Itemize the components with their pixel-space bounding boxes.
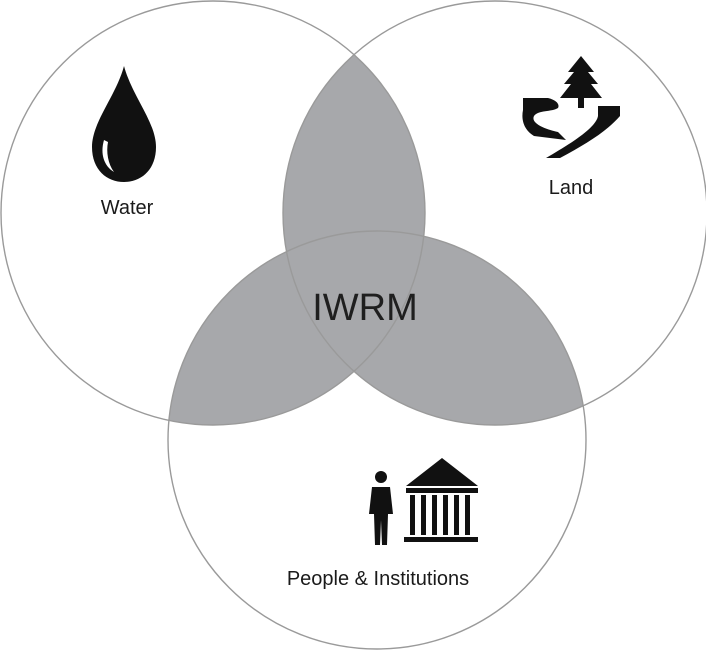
people-institutions-circle bbox=[167, 230, 587, 650]
river-tree-icon bbox=[522, 56, 620, 158]
iwrm-center-label: IWRM bbox=[312, 287, 418, 329]
person-building-icon bbox=[369, 458, 478, 545]
overlap-land-people bbox=[283, 231, 586, 425]
water-drop-icon bbox=[92, 66, 156, 182]
land-circle bbox=[282, 0, 706, 426]
people-institutions-label: People & Institutions bbox=[287, 568, 469, 590]
overlap-water-people bbox=[168, 231, 425, 425]
water-label: Water bbox=[101, 197, 154, 219]
overlap-regions bbox=[168, 1, 586, 425]
water-circle bbox=[0, 0, 426, 426]
land-label: Land bbox=[549, 177, 594, 199]
